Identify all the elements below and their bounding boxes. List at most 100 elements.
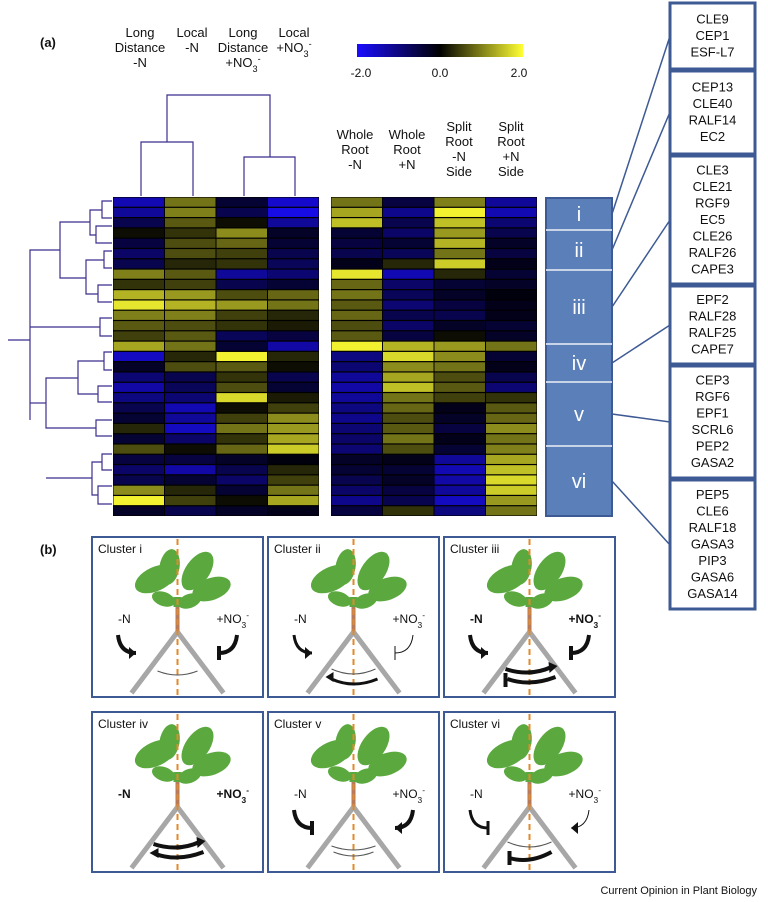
heatmap-cell [165,300,216,310]
heatmap-cell [165,341,216,351]
leaf [357,551,390,591]
colorbar-mid-label: 0.0 [432,66,449,80]
root-right [351,630,402,695]
leaf [544,576,583,602]
heatmap-cell [216,454,267,464]
gene-name: EPF1 [696,406,729,421]
heatmap-cell [383,454,434,464]
right-column-header-line: Root [341,142,369,157]
heatmap-cell [268,238,319,248]
signal-curve [468,809,489,830]
colorbar: -2.0 0.0 2.0 [351,44,528,80]
heatmap-cell [216,279,267,290]
heatmap-cell [165,434,216,444]
leaf [335,724,356,760]
right-column-header-line: Side [446,164,472,179]
heatmap-cell [331,382,382,392]
heatmap-cell [113,434,164,444]
heatmap-cell [383,496,434,506]
heatmap-cell [165,496,216,506]
heatmap-cell [331,362,382,372]
heatmap-cell [331,496,382,506]
cluster-panel: Cluster v-N+NO3- [267,711,440,873]
heatmap-cell [216,475,267,485]
heatmap-cell [165,413,216,423]
heatmap-cell [331,413,382,423]
heatmap-cell [434,382,485,392]
heatmap-cell [165,485,216,495]
heatmap-cell [113,310,164,320]
heatmap-cell [486,382,537,392]
heatmap-cell [486,351,537,362]
heatmap-cell [216,300,267,310]
heatmap-cell [216,465,267,475]
heatmap-cell [383,465,434,475]
gene-name: CEP3 [696,373,730,388]
panel-a-label: (a) [40,35,56,50]
heatmap-cell [331,279,382,290]
heatmap-cell [113,454,164,464]
heatmap-cell [434,218,485,228]
leaf [177,593,202,609]
heatmap-cell [165,331,216,341]
heatmap-cell [486,434,537,444]
heatmap-cell [216,362,267,372]
colorbar-gradient [357,44,523,57]
cluster-panel: Cluster ii-N+NO3- [267,536,440,698]
cluster-panel-title: Cluster v [274,717,321,731]
heatmap-cell [434,434,485,444]
heatmap-cell [268,496,319,506]
heatmap-cell [434,403,485,413]
heatmap-cell [113,444,164,454]
heatmap-cell [268,485,319,495]
heatmap-cell [486,393,537,403]
heatmap-cell [216,321,267,331]
heatmap-cell [383,341,434,351]
gene-name: EC5 [700,212,725,227]
gene-name: CLE9 [696,11,729,26]
heatmap-cell [383,444,434,454]
heatmap-cell [486,238,537,248]
heatmap-cell [216,413,267,423]
heatmap-cell [383,249,434,259]
gene-name: RALF26 [689,245,737,260]
heatmap-cell [113,218,164,228]
heatmap-cell [383,218,434,228]
signal-arrowhead [571,822,578,834]
root-right [175,805,226,870]
heatmap-cell [434,279,485,290]
root-right [527,630,578,695]
cluster-roman-label: ii [575,240,584,262]
left-column-header-line: -N [133,55,147,70]
cross-signal [504,665,553,675]
root-left [129,805,180,870]
heatmap-cell [268,300,319,310]
heatmap-cell [113,321,164,331]
left-treatment-label: -N [118,612,131,626]
gene-name: SCRL6 [692,422,734,437]
left-column-header-line: Local [278,25,309,40]
heatmap-cell [216,228,267,238]
heatmap-cell [331,434,382,444]
heatmap-cell [331,475,382,485]
left-column-header-line: Distance [218,40,269,55]
heatmap-cell [216,331,267,341]
cluster-panel: Cluster vi-N+NO3- [443,711,616,873]
right-column-header-line: Root [497,134,525,149]
gene-name: CLE40 [693,96,733,111]
heatmap-cell [434,269,485,279]
heatmap-cell [486,413,537,423]
heatmap-cell [383,351,434,362]
gene-name: GASA3 [691,536,734,551]
heatmap-cell [113,259,164,269]
gene-name: CLE3 [696,162,729,177]
gene-name: CAPE7 [691,342,734,357]
heatmap-cell [331,485,382,495]
heatmap-cell [434,475,485,485]
heatmap-cell [434,444,485,454]
right-column-header-line: Whole [337,127,374,142]
heatmap-right [331,197,537,516]
heatmap-cell [383,413,434,423]
gene-name: RGF6 [695,389,730,404]
heatmap-cell [383,300,434,310]
